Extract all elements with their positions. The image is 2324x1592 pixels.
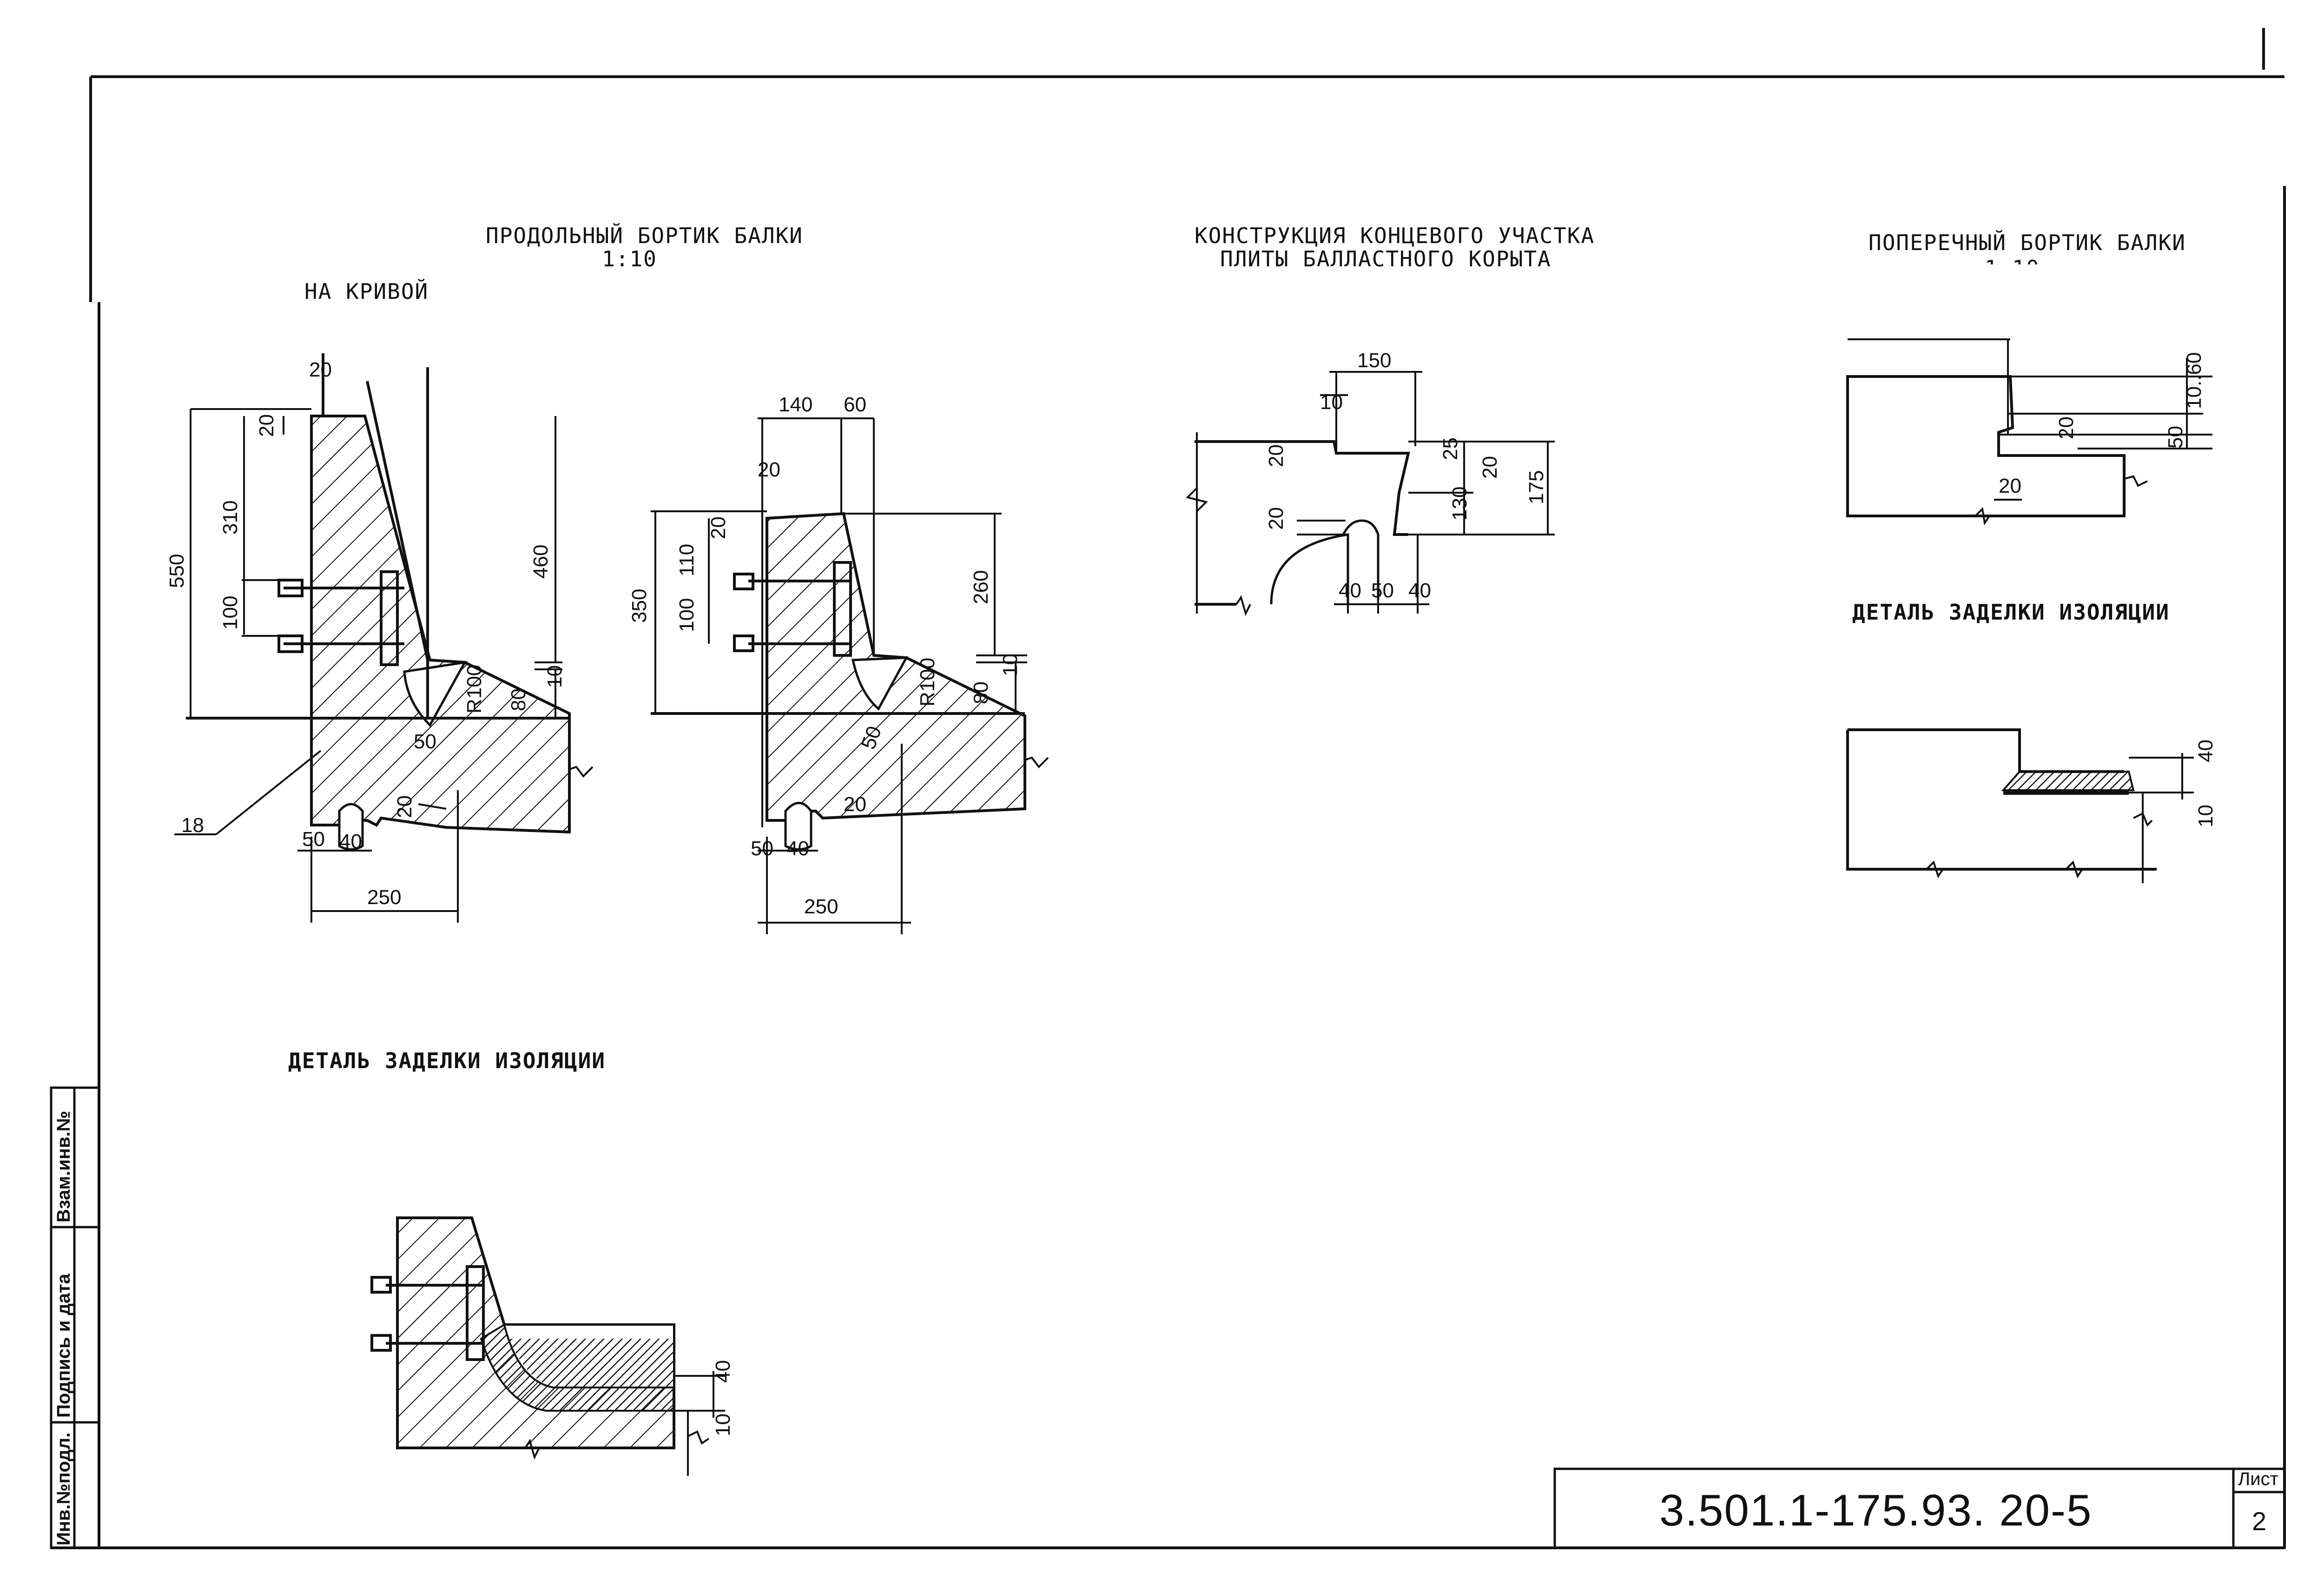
stamp-sign-date: Подпись и дата [53,1274,74,1418]
dim-50: 50 [414,730,436,753]
drawing-code: 3.501.1-175.93. 20-5 [1659,1486,2093,1535]
dim-b40: 40 [786,837,809,860]
dim-40b: 40 [1408,579,1431,602]
title-block [1553,1467,2286,1549]
dim-310: 310 [219,501,242,535]
title-longitudinal: ПРОДОЛЬНЫЙ БОРТИК БАЛКИ [486,223,803,248]
dim-40: 40 [712,1360,734,1383]
title-on-curve: НА КРИВОЙ [304,279,429,304]
dim-20: 20 [393,795,416,818]
dim-80: 80 [970,681,992,704]
dim-100: 100 [219,596,242,630]
stamp-replacement-inv: Взам.инв.№ [53,1110,74,1222]
dim-10: 10 [2194,805,2217,827]
dim-260: 260 [970,570,992,604]
dim-r100: R100 [463,665,486,713]
section-straight: 140 60 20 20 110 350 100 260 R100 80 10 … [628,393,1049,934]
dim-a-20: 20 [255,414,278,437]
section-transverse [1846,338,2212,526]
stamp-inv-original: Инв.№подл. [53,1432,74,1546]
dim-10: 10 [999,654,1022,676]
dim-10: 10 [1320,391,1343,414]
section-end [1186,371,1555,616]
dim-130: 130 [1448,487,1471,521]
title-insulation-detail-left: ДЕТАЛЬ ЗАДЕЛКИ ИЗОЛЯЦИИ [288,1048,606,1073]
title-end-section-line1: КОНСТРУКЦИЯ КОНЦЕВОГО УЧАСТКА [1195,223,1595,248]
dim-top-20: 20 [758,458,780,481]
title-longitudinal-scale: 1:10 [602,246,657,271]
section-curve: 20 20 310 550 100 460 R100 80 10 50 20 5… [165,353,594,923]
dim-b20: 20 [1999,475,2021,497]
dim-20: 20 [844,793,866,816]
dim-10-60: 10..60 [2183,352,2205,409]
dim-10: 10 [543,665,566,688]
dim-250: 250 [367,886,401,909]
section-end-dims: 150 10 20 25 20 130 175 20 40 50 40 [1265,349,1548,602]
mark-18: 18 [181,814,204,837]
dim-10: 10 [712,1414,734,1436]
insulation-detail-right-dims: 40 10 [2194,740,2217,827]
dim-b50: 50 [751,837,773,860]
dim-350: 350 [628,589,651,623]
dim-25: 25 [1439,437,1462,460]
dim-150: 150 [1357,349,1391,372]
dim-60: 60 [844,393,866,416]
stamp-column [50,1086,100,1549]
dim-80: 80 [507,688,530,711]
dim-40a: 40 [1339,579,1361,602]
dim-b40: 40 [339,830,362,853]
dim-175: 175 [1525,470,1548,504]
dim-140: 140 [779,393,812,416]
dim-a-20: 20 [707,516,730,539]
dim-110: 110 [675,544,698,576]
sheet-label: Лист [2238,1469,2278,1489]
dim-top-20: 20 [309,358,332,381]
sheet-number: 2 [2252,1506,2267,1536]
dim-100: 100 [675,598,698,632]
dim-460: 460 [529,545,552,579]
section-transverse-dims: 10..60 20 50 20 [1999,352,2205,497]
insulation-detail-left: 40 10 [370,1216,734,1476]
title-end-section-line2: ПЛИТЫ БАЛЛАСТНОГО КОРЫТА [1220,246,1552,271]
dim-550: 550 [165,554,188,588]
dim-50: 50 [2164,426,2187,449]
title-insulation-detail-right: ДЕТАЛЬ ЗАДЕЛКИ ИЗОЛЯЦИИ [1852,600,2170,625]
insulation-detail-right [1846,728,2194,883]
dim-20a: 20 [1265,444,1287,467]
dim-20c: 20 [1265,507,1287,530]
title-transverse: ПОПЕРЕЧНЫЙ БОРТИК БАЛКИ [1868,230,2186,255]
dim-40: 40 [2194,740,2217,762]
sheet-frame [51,28,2286,1549]
dim-20b: 20 [1479,456,1501,479]
title-transverse-scale: 1:10 [1985,256,2040,281]
dim-b50: 50 [302,828,325,851]
dim-50: 50 [1371,579,1394,602]
dim-20: 20 [2055,416,2078,439]
dim-250: 250 [804,895,838,918]
dim-r100: R100 [916,658,939,707]
